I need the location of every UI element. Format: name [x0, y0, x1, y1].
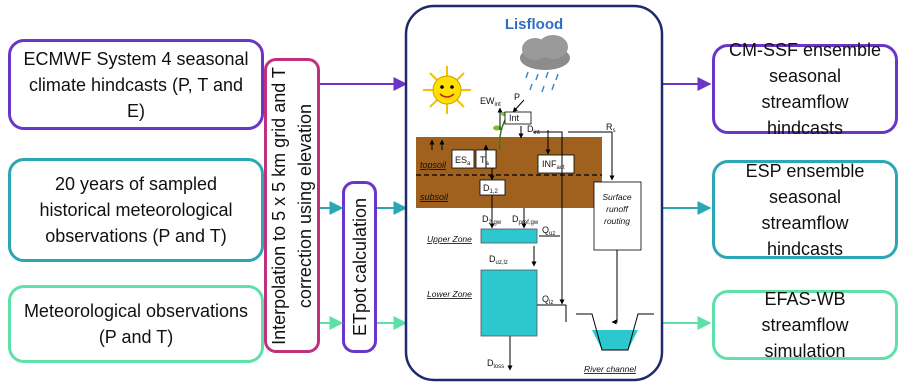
sun-icon — [423, 66, 471, 114]
input-box-meteorological-observations: Meteorological observations (P and T) — [8, 285, 264, 363]
d-uzlz-label: Duz,lz — [489, 254, 508, 266]
output-text-esp: ESP ensemble seasonal streamflow hindcas… — [745, 160, 865, 259]
q-uz-label: Quz — [542, 225, 555, 237]
output-text-efas-wb: EFAS-WB streamflow simulation — [761, 289, 849, 361]
output-text-cm-ssf: CM-SSF ensemble seasonal streamflow hind… — [728, 40, 882, 138]
surface-runoff-line-3: routing — [604, 216, 630, 226]
ew-int-label: EWint — [480, 96, 501, 108]
es-a-box — [451, 149, 475, 169]
input-text-ecmwf: ECMWF System 4 seasonal climate hindcast… — [23, 48, 249, 121]
upper-zone-store — [480, 228, 538, 244]
d-loss-label: Dloss — [487, 358, 504, 370]
inf-act-box — [537, 154, 575, 174]
topsoil-label: topsoil — [420, 160, 447, 170]
int-box — [504, 111, 532, 125]
lower-zone-label: Lower Zone — [427, 289, 472, 299]
surface-runoff-line-2: runoff — [606, 204, 629, 214]
q-lz-label: Qlz — [542, 294, 553, 306]
int-label: Int — [509, 113, 520, 123]
upper-zone-label: Upper Zone — [427, 234, 472, 244]
es-a-label: ESa — [455, 155, 471, 167]
output-box-esp: ESP ensemble seasonal streamflow hindcas… — [712, 160, 898, 259]
rain-cloud-icon — [520, 35, 570, 93]
input-box-ecmwf: ECMWF System 4 seasonal climate hindcast… — [8, 39, 264, 130]
d-int-label: Dint — [527, 124, 540, 136]
subsoil-label: subsoil — [420, 192, 449, 202]
r-s-label: Rs — [606, 122, 616, 134]
d-2gw-label: D2,gw — [482, 214, 502, 226]
d12-label: D1,2 — [483, 183, 499, 195]
input-text-historical-observations: 20 years of sampled historical meteorolo… — [39, 174, 233, 246]
lisflood-title: Lisflood — [505, 16, 563, 33]
output-box-cm-ssf: CM-SSF ensemble seasonal streamflow hind… — [712, 40, 898, 138]
river-channel-icon — [560, 304, 654, 351]
interpolation-box: Interpolation to 5 x 5 km grid and T cor… — [264, 58, 320, 353]
input-text-meteorological-observations: Meteorological observations (P and T) — [23, 301, 249, 347]
output-box-efas-wb: EFAS-WB streamflow simulation — [712, 289, 898, 361]
surface-runoff-line-1: Surface — [602, 192, 632, 202]
lower-zone-store — [480, 269, 538, 337]
t-a-label: Ta — [480, 155, 490, 167]
input-box-historical-observations: 20 years of sampled historical meteorolo… — [8, 158, 264, 262]
etpot-box: ETpot calculation — [342, 181, 377, 353]
d-prefgw-label: Dpref,gw — [512, 214, 539, 226]
p-label: P — [514, 92, 520, 102]
surface-runoff-box — [593, 181, 642, 251]
river-channel-label: River channel — [584, 364, 637, 374]
inf-act-label: INFact — [542, 159, 565, 171]
